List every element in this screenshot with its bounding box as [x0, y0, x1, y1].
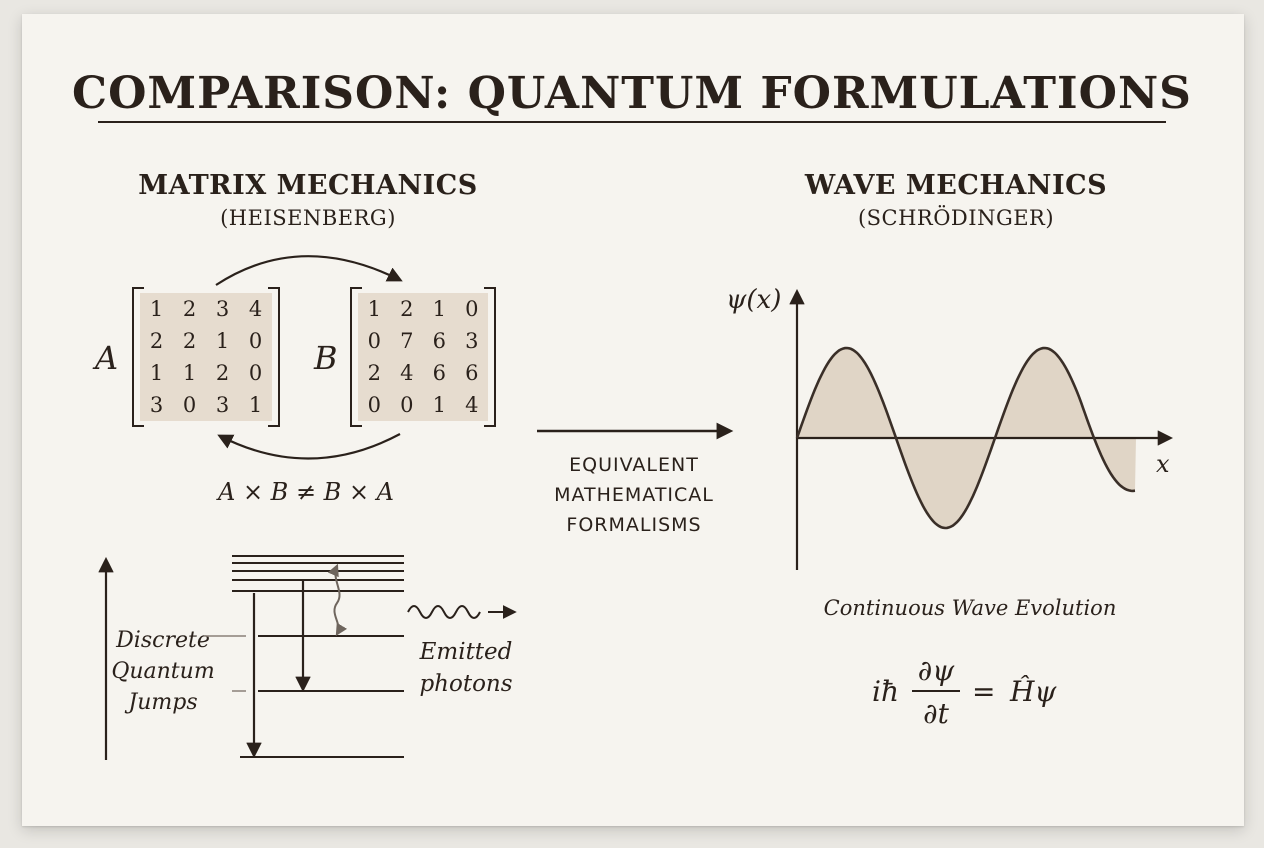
matrix-a-cell: 3: [215, 296, 230, 321]
jumps-label-line-2: Quantum: [111, 659, 215, 684]
jumps-label-line-3: Jumps: [128, 690, 198, 715]
matrix-a-cell: 1: [182, 360, 197, 385]
matrix-a-cell: 0: [182, 392, 197, 417]
equation-fraction-bar: [912, 690, 960, 692]
wave-curve: [795, 346, 1136, 530]
photons-label-line-2: photons: [419, 671, 513, 697]
matrix-b-cell: 0: [400, 392, 414, 417]
matrix-a-cell: 0: [248, 360, 263, 385]
jump-arrow-wavy: [327, 563, 348, 637]
middle-label-line-1: EQUIVALENT: [569, 454, 699, 476]
matrix-a-cell: 1: [149, 360, 164, 385]
matrix-b-cell: 1: [367, 296, 381, 321]
matrix-a-cell: 3: [215, 392, 230, 417]
matrix-b-cell: 0: [465, 296, 479, 321]
equation-denominator: ∂t: [923, 697, 949, 730]
matrix-swap-arrow-top: [215, 255, 403, 286]
matrix-b-cell: 2: [400, 296, 414, 321]
psi-axis-label: ψ(x): [726, 285, 782, 315]
equation-equals: =: [972, 675, 996, 708]
x-axis-label: x: [1156, 450, 1170, 478]
matrix-b-cell: 6: [432, 360, 446, 385]
matrix-a-cell: 1: [149, 296, 164, 321]
middle-label-line-3: FORMALISMS: [566, 514, 702, 536]
energy-level-ticks: [204, 635, 246, 692]
matrix-a-cell: 1: [215, 328, 230, 353]
matrix-b-left-bracket: [350, 287, 362, 427]
wave-caption: Continuous Wave Evolution: [823, 596, 1117, 620]
matrix-a-cell: 2: [182, 296, 197, 321]
wave-mechanics-heading: WAVE MECHANICS: [804, 170, 1108, 201]
matrix-b-label: B: [314, 339, 338, 377]
matrix-b-cell: 4: [465, 392, 479, 417]
title-underline: [98, 121, 1166, 123]
matrix-swap-arrow-bottom: [217, 433, 401, 460]
photons-label-line-1: Emitted: [419, 639, 513, 665]
matrix-a-left-bracket: [132, 287, 144, 427]
matrix-a-cell: 1: [248, 392, 263, 417]
energy-levels: [232, 555, 404, 758]
matrix-b-cell: 7: [400, 328, 414, 353]
matrix-b-cell: 0: [367, 328, 381, 353]
page-title: COMPARISON: QUANTUM FORMULATIONS: [72, 68, 1192, 119]
non-commutation-relation: A × B ≠ B × A: [217, 478, 395, 506]
matrix-a-cell: 2: [149, 328, 164, 353]
jumps-label-line-1: Discrete: [116, 628, 210, 653]
matrix-a-cell: 2: [182, 328, 197, 353]
schrodinger-subheading: (SCHRÖDINGER): [857, 206, 1055, 230]
matrix-a-cell: 3: [149, 392, 164, 417]
matrix-b-right-bracket: [484, 287, 496, 427]
matrix-a-cell: 0: [248, 328, 263, 353]
matrix-b-cell: 6: [465, 360, 479, 385]
heisenberg-subheading: (HEISENBERG): [220, 206, 396, 230]
equation-rhs: Ĥψ: [1010, 675, 1057, 708]
matrix-a-cell: 2: [215, 360, 230, 385]
matrix-b-cell: 2: [367, 360, 381, 385]
wave-plot: [789, 288, 1174, 570]
matrix-a-cell: 4: [248, 296, 263, 321]
matrix-b-cell: 1: [432, 296, 446, 321]
middle-label-line-2: MATHEMATICAL: [554, 484, 714, 506]
matrix-b-cell: 3: [465, 328, 479, 353]
matrix-a-right-bracket: [268, 287, 280, 427]
matrix-mechanics-heading: MATRIX MECHANICS: [138, 170, 478, 201]
equation-prefix: iħ: [872, 675, 899, 708]
matrix-b-cell: 0: [367, 392, 381, 417]
matrix-b-cell: 1: [432, 392, 446, 417]
matrix-b-cell: 6: [432, 328, 446, 353]
matrix-b-cell: 4: [400, 360, 414, 385]
matrix-a-label: A: [95, 339, 119, 377]
equation-numerator: ∂ψ: [917, 654, 955, 687]
photon-squiggle: [407, 605, 481, 619]
